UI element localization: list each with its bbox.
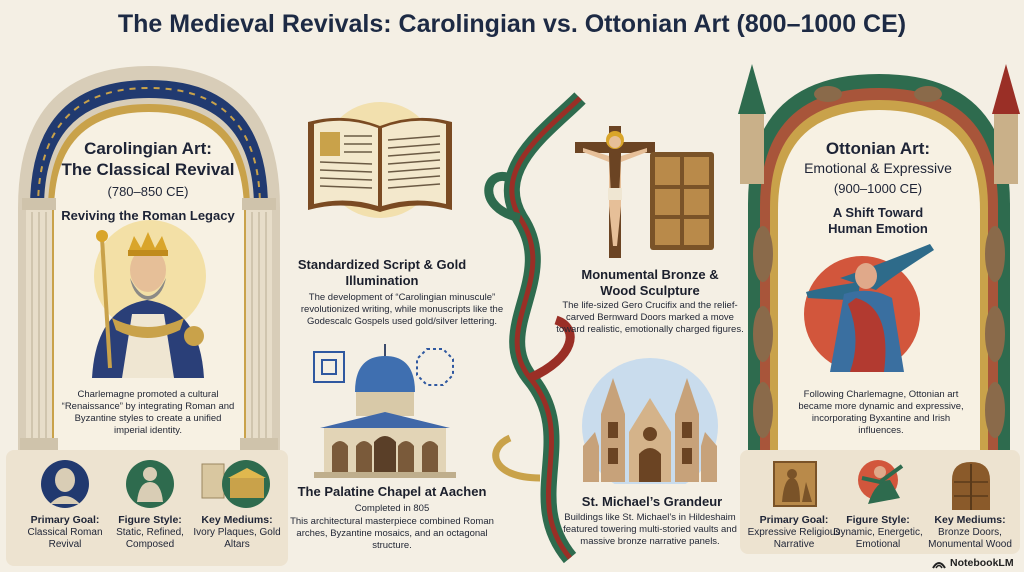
- ottonian-trait-figure-value: Dynamic, Energetic, Emotional: [833, 527, 923, 550]
- religious-panel-icon: [773, 461, 817, 507]
- floor-plan-icon: [313, 351, 345, 383]
- cross-icon: [575, 126, 655, 258]
- seated-figure-icon: [126, 460, 174, 508]
- carolingian-trait-figure-value: Static, Refined, Composed: [116, 527, 184, 550]
- chapel-subtitle: Completed in 805: [354, 503, 430, 514]
- ottonian-heading: Ottonian Art:: [825, 139, 931, 158]
- expressive-figure-icon: [804, 244, 934, 372]
- carolingian-trait-goal-value: Classical Roman Revival: [27, 527, 103, 550]
- carolingian-trait-mediums-label: Key Mediums:: [201, 514, 273, 526]
- ottonian-heading-sub: Emotional & Expressive: [804, 160, 952, 176]
- script-title: Standardized Script & Gold Illumination: [297, 257, 467, 288]
- bronze-description: The life-sized Gero Crucifix and the rel…: [556, 300, 744, 335]
- carolingian-trait-goal-label: Primary Goal:: [30, 514, 100, 526]
- script-description: The development of “Carolingian minuscul…: [300, 292, 504, 327]
- brand-watermark: NotebookLM: [932, 556, 1014, 570]
- ivory-and-gold-altar-icon: [201, 460, 270, 508]
- octagon-plan-icon: [416, 348, 454, 386]
- carolingian-dates: (780–850 CE): [107, 184, 189, 199]
- wooden-doors-icon: [952, 462, 990, 510]
- ottonian-subheading: A Shift Toward Human Emotion: [828, 205, 928, 236]
- carolingian-heading: Carolingian Art:: [84, 139, 212, 158]
- ottonian-dates: (900–1000 CE): [833, 181, 923, 196]
- carolingian-trait-figure-label: Figure Style:: [118, 514, 182, 526]
- bronze-title: Monumental Bronze & Wood Sculpture: [581, 267, 719, 298]
- ottonian-trait-figure-label: Figure Style:: [846, 514, 910, 526]
- ottonian-trait-mediums-value: Bronze Doors, Monumental Wood: [928, 527, 1012, 550]
- carolingian-trait-figure: Figure Style: Static, Refined, Composed: [106, 514, 194, 551]
- brand-name: NotebookLM: [950, 557, 1014, 569]
- church-icon: [582, 358, 718, 484]
- ottonian-trait-mediums-label: Key Mediums:: [934, 514, 1006, 526]
- palatine-chapel-icon: [314, 344, 456, 478]
- ottonian-trait-mediums: Key Mediums: Bronze Doors, Monumental Wo…: [920, 514, 1020, 551]
- stmichael-title: St. Michael’s Grandeur: [581, 494, 723, 509]
- carolingian-description: Charlemagne promoted a cultural “Renaiss…: [61, 389, 235, 436]
- ottonian-trait-goal-value: Expressive Religious Narrative: [747, 527, 841, 550]
- carolingian-trait-mediums: Key Mediums: Ivory Plaques, Gold Altars: [190, 514, 284, 551]
- bernward-doors-icon: [650, 152, 714, 250]
- ottonian-trait-goal: Primary Goal: Expressive Religious Narra…: [746, 514, 842, 551]
- chapel-title: The Palatine Chapel at Aachen: [297, 484, 487, 499]
- charlemagne-icon: [92, 220, 206, 378]
- page-title: The Medieval Revivals: Carolingian vs. O…: [117, 10, 907, 38]
- ottonian-trait-goal-label: Primary Goal:: [759, 514, 829, 526]
- notebooklm-logo-icon: [932, 562, 946, 569]
- ottonian-trait-figure: Figure Style: Dynamic, Energetic, Emotio…: [832, 514, 924, 551]
- carolingian-heading-sub: The Classical Revival: [61, 160, 235, 179]
- carolingian-trait-goal: Primary Goal: Classical Roman Revival: [18, 514, 112, 551]
- vine-divider-ornament: [484, 92, 586, 564]
- illuminated-book-icon: [308, 102, 452, 218]
- ottonian-description: Following Charlemagne, Ottonian art beca…: [798, 389, 964, 436]
- carolingian-subheading: Reviving the Roman Legacy: [61, 208, 235, 223]
- roman-bust-icon: [41, 460, 89, 508]
- chapel-description: This architectural masterpiece combined …: [290, 516, 494, 551]
- dynamic-figure-icon: [858, 460, 904, 504]
- stmichael-description: Buildings like St. Michael’s in Hildesha…: [563, 512, 737, 547]
- carolingian-trait-mediums-value: Ivory Plaques, Gold Altars: [193, 527, 281, 550]
